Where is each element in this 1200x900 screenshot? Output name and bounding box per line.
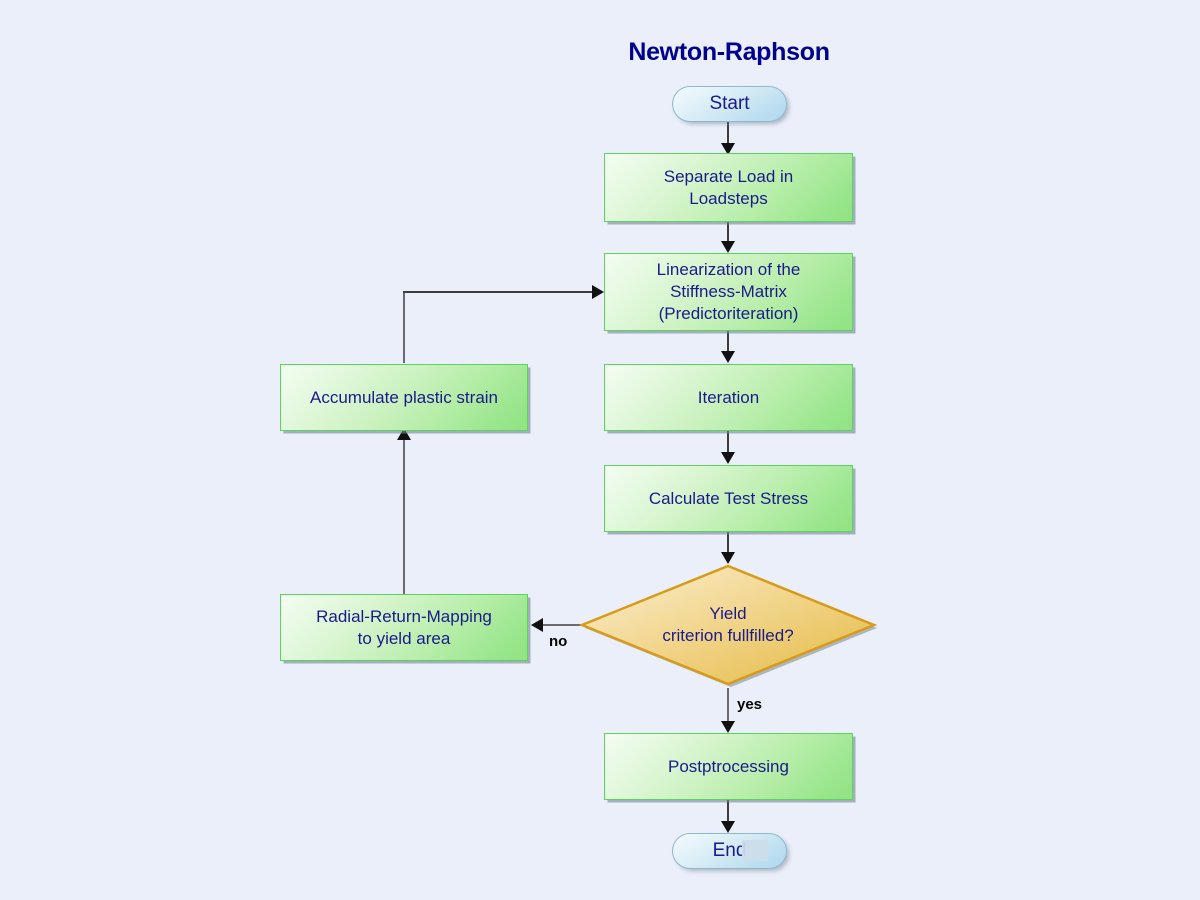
node-separate-load-label: Separate Load in Loadsteps (664, 166, 794, 210)
edge-label-no: no (549, 633, 568, 650)
node-iteration-label: Iteration (697, 387, 760, 407)
node-accumulate-plastic-strain-label: Accumulate plastic strain (309, 387, 499, 407)
node-start-label: Start (709, 92, 750, 114)
node-linearization[interactable]: Linearization of the Stiffness-Matrix (P… (604, 253, 853, 331)
node-linearization-line3: (Predictoriteration) (658, 303, 799, 323)
node-radial-return-label: Radial-Return-Mapping to yield area (316, 606, 492, 650)
node-linearization-line1: Linearization of the (656, 260, 801, 280)
node-calculate-test-stress[interactable]: Calculate Test Stress (604, 465, 853, 532)
node-radial-return-line1: Radial-Return-Mapping (316, 606, 492, 626)
node-radial-return-line2: to yield area (357, 628, 451, 648)
arrowhead-accumulate-to-linearization (592, 285, 604, 299)
connector-separate-load-to-linearization (727, 222, 729, 246)
connector-calculate-test-stress-to-yield (727, 532, 729, 558)
arrowhead-iteration-to-calculate-test-stress (721, 452, 735, 464)
connector-iteration-to-calculate-test-stress (727, 431, 729, 458)
node-end-label: End (712, 839, 747, 861)
edge-label-yes: yes (737, 696, 763, 713)
selection-highlight-artifact (742, 840, 768, 861)
node-postprocessing-label: Postptrocessing (668, 756, 789, 776)
arrowhead-radial-return-to-accumulate (397, 428, 411, 440)
arrowhead-postprocessing-to-end (721, 821, 735, 833)
node-separate-load-line2: Loadsteps (689, 188, 768, 208)
node-accumulate-plastic-strain[interactable]: Accumulate plastic strain (280, 364, 528, 431)
connector-postprocessing-to-end (727, 800, 729, 827)
connector-radial-return-to-accumulate (403, 434, 405, 594)
arrowhead-separate-load-to-linearization (721, 241, 735, 253)
arrowhead-calculate-test-stress-to-yield (721, 552, 735, 564)
connector-linearization-to-iteration (727, 331, 729, 355)
node-linearization-label: Linearization of the Stiffness-Matrix (P… (657, 259, 801, 324)
node-postprocessing[interactable]: Postptrocessing (604, 733, 853, 800)
connector-yield-no-to-radial-return (534, 624, 582, 626)
page-title: Newton-Raphson (0, 38, 1200, 67)
arrowhead-start-to-separate-load (721, 143, 735, 155)
connector-accumulate-to-linearization-vertical (403, 292, 405, 363)
node-separate-load-line1: Separate Load in (663, 166, 794, 186)
page-title-text: Newton-Raphson (628, 38, 830, 66)
node-radial-return[interactable]: Radial-Return-Mapping to yield area (280, 594, 528, 661)
node-start[interactable]: Start (672, 86, 787, 122)
connector-start-to-separate-load (727, 121, 729, 151)
node-linearization-line2: Stiffness-Matrix (670, 282, 787, 302)
node-separate-load[interactable]: Separate Load in Loadsteps (604, 153, 853, 222)
connector-accumulate-to-linearization-horizontal (403, 291, 595, 293)
node-yield-criterion[interactable]: Yield criterion fullfilled? (578, 562, 878, 688)
node-iteration[interactable]: Iteration (604, 364, 853, 431)
decision-diamond-shape (578, 564, 878, 687)
node-end[interactable]: End (672, 833, 787, 869)
connector-yield-yes-to-postprocessing (727, 688, 729, 728)
node-calculate-test-stress-label: Calculate Test Stress (648, 488, 809, 508)
arrowhead-yield-yes-to-postprocessing (721, 721, 735, 733)
arrowhead-linearization-to-iteration (721, 351, 735, 363)
arrowhead-yield-no-to-radial-return (531, 618, 543, 632)
